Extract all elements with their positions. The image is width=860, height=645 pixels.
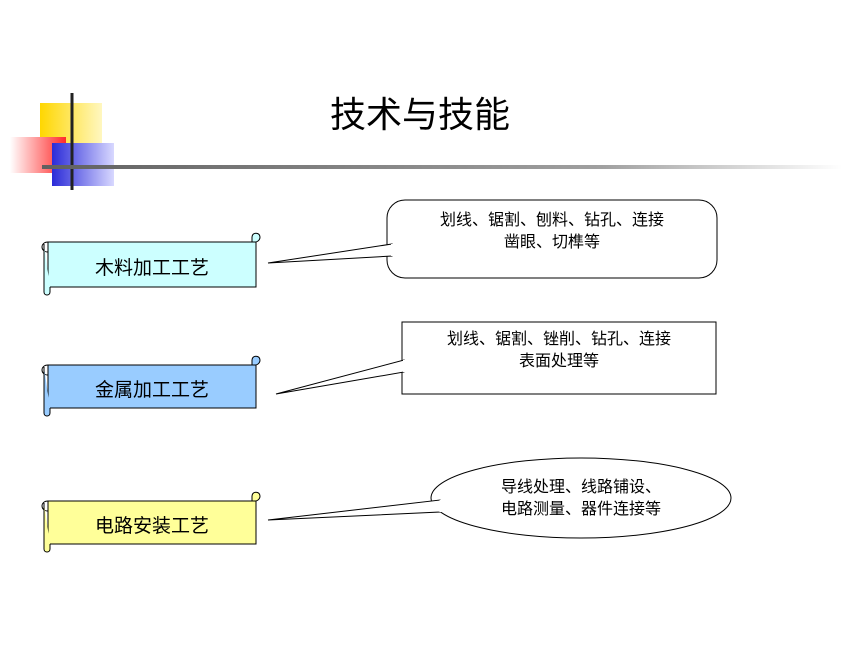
label-metal: 金属加工工艺 (94, 379, 209, 401)
slide-title: 技术与技能 (329, 95, 510, 136)
callout-circuit (267, 457, 732, 539)
callout-text-wood: 划线、锯割、刨料、钻孔、连接 凿眼、切榫等 (392, 209, 712, 253)
title-decoration (10, 93, 114, 190)
callout-circuit-line2: 电路测量、器件连接等 (500, 499, 661, 518)
callout-circuit-line1: 导线处理、线路铺设、 (500, 477, 661, 496)
scroll-circuit (41, 491, 261, 553)
label-wood: 木料加工工艺 (94, 257, 209, 279)
title-rule (42, 165, 842, 169)
callout-text-circuit: 导线处理、线路铺设、 电路测量、器件连接等 (440, 476, 722, 520)
callout-wood (267, 199, 718, 279)
callout-metal-line1: 划线、锯割、锉削、钻孔、连接 (446, 329, 671, 348)
callout-wood-line1: 划线、锯割、刨料、钻孔、连接 (439, 210, 664, 229)
callout-text-metal: 划线、锯割、锉削、钻孔、连接 表面处理等 (404, 328, 714, 372)
callout-metal-line2: 表面处理等 (518, 351, 599, 370)
scroll-wood (41, 232, 261, 296)
callout-metal (275, 321, 717, 395)
scroll-metal (41, 355, 261, 417)
label-circuit: 电路安装工艺 (94, 515, 209, 537)
callout-wood-line2: 凿眼、切榫等 (503, 232, 600, 251)
deco-blue-square (52, 143, 114, 186)
